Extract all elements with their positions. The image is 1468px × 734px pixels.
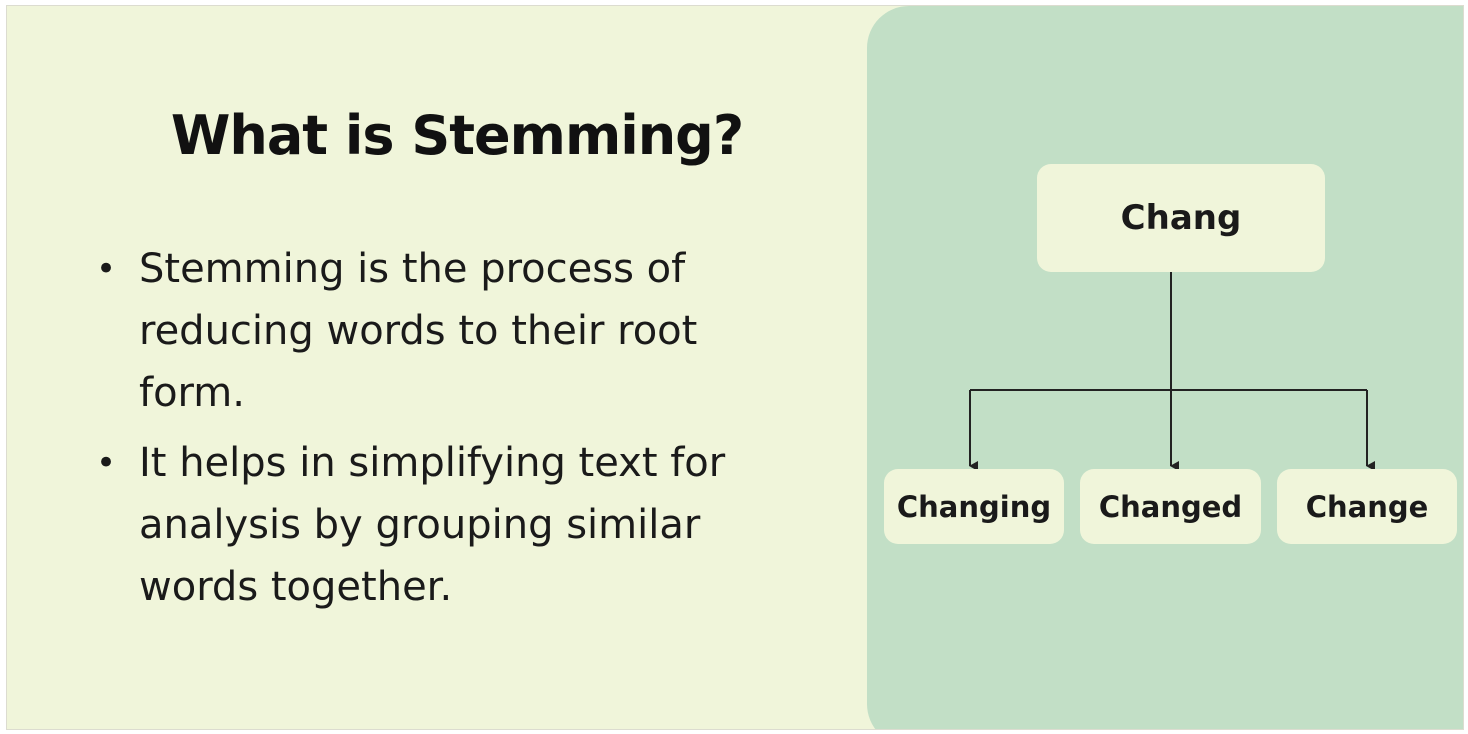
bullet-marker: •	[95, 249, 117, 289]
bullet-item: • It helps in simplifying text for analy…	[87, 432, 787, 618]
slide-title: What is Stemming?	[170, 104, 744, 167]
bullet-marker: •	[95, 443, 117, 483]
slide: What is Stemming? • Stemming is the proc…	[6, 5, 1464, 730]
bullet-list: • Stemming is the process of reducing wo…	[87, 238, 787, 626]
child-node-changing: Changing	[884, 469, 1064, 544]
root-node: Chang	[1037, 164, 1325, 272]
child-node-change: Change	[1277, 469, 1457, 544]
child-node-changed: Changed	[1080, 469, 1261, 544]
bullet-item: • Stemming is the process of reducing wo…	[87, 238, 787, 424]
diagram-panel: Chang Changing Changed Change	[867, 6, 1463, 729]
diagram-connectors	[969, 272, 1375, 471]
bullet-text: Stemming is the process of reducing word…	[139, 246, 698, 416]
bullet-text: It helps in simplifying text for analysi…	[139, 440, 726, 610]
